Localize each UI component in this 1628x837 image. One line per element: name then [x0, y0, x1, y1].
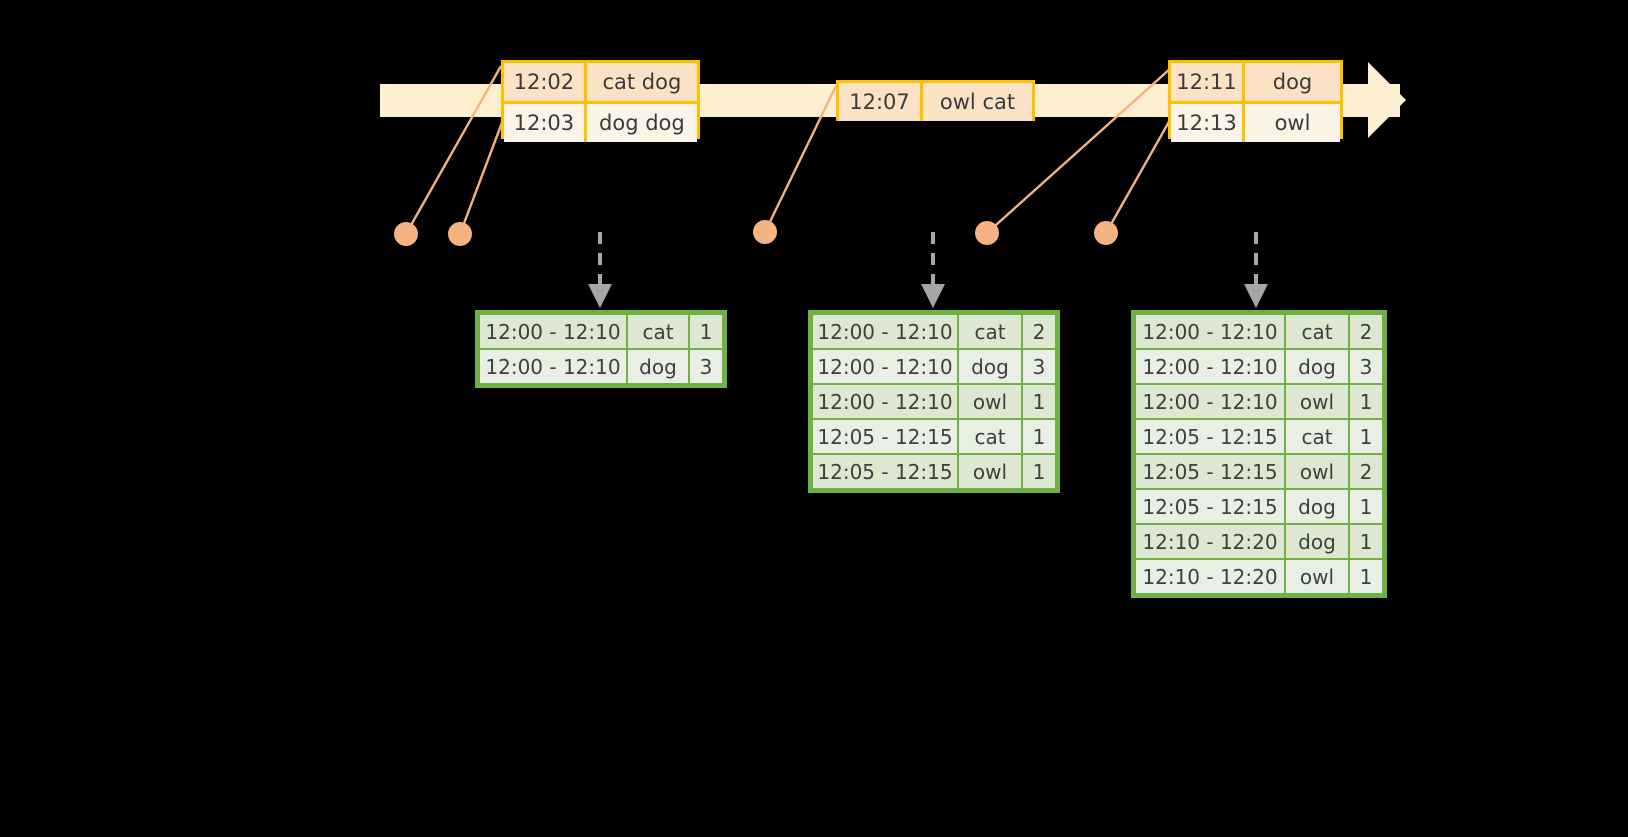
- cell-count: 1: [1021, 418, 1057, 455]
- cell-window: 12:00 - 12:10: [1134, 313, 1286, 350]
- cell-word: owl: [1284, 453, 1350, 490]
- cell-window: 12:05 - 12:15: [1134, 418, 1286, 455]
- cell-count: 3: [688, 348, 724, 385]
- event-row: 12:03 dog dog: [504, 101, 697, 142]
- event-marker-dot: [394, 222, 418, 246]
- cell-count: 1: [1021, 453, 1057, 490]
- cell-window: 12:00 - 12:10: [811, 383, 959, 420]
- event-time: 12:11: [1171, 63, 1245, 101]
- cell-word: dog: [1284, 348, 1350, 385]
- event-words: cat dog: [586, 63, 697, 101]
- event-words: dog dog: [586, 104, 697, 142]
- event-marker-dot: [975, 221, 999, 245]
- event-time: 12:13: [1171, 104, 1245, 142]
- event-time: 12:03: [504, 104, 587, 142]
- cell-count: 3: [1348, 348, 1384, 385]
- cell-count: 2: [1021, 313, 1057, 350]
- event-row: 12:13 owl: [1171, 101, 1340, 142]
- event-words: owl cat: [923, 83, 1032, 121]
- event-time: 12:07: [839, 83, 923, 121]
- cell-word: owl: [957, 453, 1023, 490]
- cell-count: 2: [1348, 313, 1384, 350]
- cell-window: 12:05 - 12:15: [811, 453, 959, 490]
- cell-window: 12:00 - 12:10: [478, 348, 628, 385]
- cell-word: dog: [957, 348, 1023, 385]
- cell-word: cat: [1284, 418, 1350, 455]
- cell-count: 1: [1348, 418, 1384, 455]
- cell-word: owl: [1284, 383, 1350, 420]
- dashed-down-arrow: [921, 232, 945, 308]
- event-row: 12:11 dog: [1171, 63, 1340, 101]
- cell-count: 2: [1348, 453, 1384, 490]
- event-marker-dot: [753, 220, 777, 244]
- event-row: 12:07 owl cat: [839, 83, 1032, 121]
- event-words: owl: [1245, 104, 1340, 142]
- cell-window: 12:10 - 12:20: [1134, 558, 1286, 595]
- event-row: 12:02 cat dog: [504, 63, 697, 101]
- cell-word: cat: [957, 418, 1023, 455]
- cell-word: owl: [1284, 558, 1350, 595]
- event-group-2[interactable]: 12:07 owl cat: [836, 80, 1035, 121]
- cell-word: owl: [957, 383, 1023, 420]
- cell-count: 1: [1348, 558, 1384, 595]
- cell-word: dog: [626, 348, 690, 385]
- event-marker-dot: [448, 222, 472, 246]
- event-group-1[interactable]: 12:02 cat dog 12:03 dog dog: [501, 60, 700, 142]
- cell-window: 12:00 - 12:10: [478, 313, 628, 350]
- cell-count: 1: [1348, 488, 1384, 525]
- cell-window: 12:05 - 12:15: [1134, 453, 1286, 490]
- cell-window: 12:00 - 12:10: [811, 313, 959, 350]
- cell-word: cat: [957, 313, 1023, 350]
- cell-window: 12:05 - 12:15: [1134, 488, 1286, 525]
- cell-count: 3: [1021, 348, 1057, 385]
- event-group-3[interactable]: 12:11 dog 12:13 owl: [1168, 60, 1343, 142]
- dashed-down-arrow: [1244, 232, 1268, 308]
- timeline-right-arrow-icon: [1368, 62, 1406, 138]
- cell-window: 12:00 - 12:10: [811, 348, 959, 385]
- cell-count: 1: [688, 313, 724, 350]
- cell-count: 1: [1348, 523, 1384, 560]
- cell-word: dog: [1284, 523, 1350, 560]
- event-words: dog: [1245, 63, 1340, 101]
- event-time: 12:02: [504, 63, 587, 101]
- cell-window: 12:05 - 12:15: [811, 418, 959, 455]
- event-marker-dot: [1094, 221, 1118, 245]
- cell-window: 12:00 - 12:10: [1134, 383, 1286, 420]
- cell-window: 12:00 - 12:10: [1134, 348, 1286, 385]
- cell-window: 12:10 - 12:20: [1134, 523, 1286, 560]
- cell-count: 1: [1348, 383, 1384, 420]
- cell-count: 1: [1021, 383, 1057, 420]
- dashed-down-arrow: [588, 232, 612, 308]
- cell-word: cat: [1284, 313, 1350, 350]
- cell-word: cat: [626, 313, 690, 350]
- cell-word: dog: [1284, 488, 1350, 525]
